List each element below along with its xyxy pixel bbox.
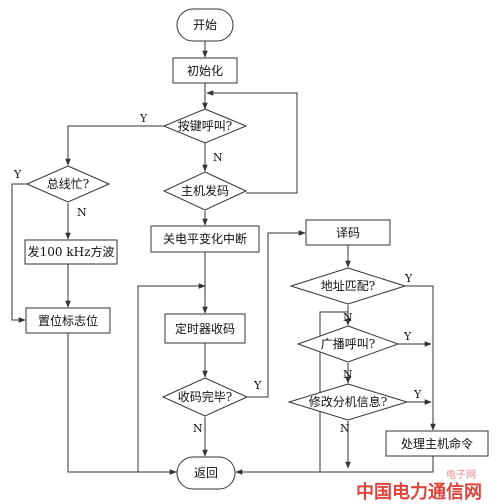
node-key-call: 按键呼叫? xyxy=(162,108,248,144)
node-bus-busy: 总线忙? xyxy=(25,165,111,203)
watermark-line1: 中国电力通信网 xyxy=(356,481,482,502)
label-bus-busy-no: N xyxy=(77,206,87,219)
watermark-line2: 电子网 xyxy=(446,468,476,481)
node-init: 初始化 xyxy=(172,57,238,84)
label-bus-busy-yes: Y xyxy=(13,168,22,181)
edge-keycall-yes xyxy=(65,125,164,166)
label-key-call-no: N xyxy=(213,151,223,164)
node-start-label: 开始 xyxy=(193,18,217,32)
edge-addr-yes xyxy=(405,285,436,431)
node-recv-done: 收码完毕? xyxy=(161,377,249,417)
node-close-int: 关电平变化中断 xyxy=(150,225,260,253)
node-host-send-label: 主机发码 xyxy=(181,183,229,198)
node-timer-recv: 定时器收码 xyxy=(164,313,246,344)
edge-hostsend-loop xyxy=(206,90,298,194)
node-key-call-label: 按键呼叫? xyxy=(178,119,232,133)
node-send-wave: 发100 kHz方波 xyxy=(24,239,118,265)
node-decode: 译码 xyxy=(305,219,391,246)
node-send-wave-label: 发100 kHz方波 xyxy=(28,244,115,259)
edge-busbusy-yes xyxy=(11,183,27,323)
node-init-label: 初始化 xyxy=(187,64,223,78)
node-modify-info: 修改分机信息? xyxy=(287,383,409,421)
edge-recvdone-yes xyxy=(247,230,306,398)
node-recv-done-label: 收码完毕? xyxy=(178,389,232,404)
label-addr-match-yes: Y xyxy=(404,272,413,285)
node-timer-recv-label: 定时器收码 xyxy=(175,321,235,336)
label-broadcast-yes: Y xyxy=(403,330,412,343)
edge-process-return xyxy=(320,456,434,473)
label-key-call-yes: Y xyxy=(139,112,148,125)
edge-addr-no xyxy=(235,305,349,475)
edge-labels: Y N Y N Y N Y N Y N Y N xyxy=(13,112,422,435)
edge-setflag-return xyxy=(67,333,177,475)
node-broadcast: 广播呼叫? xyxy=(296,325,400,363)
label-broadcast-no: N xyxy=(343,368,353,381)
node-bus-busy-label: 总线忙? xyxy=(47,177,89,191)
node-start: 开始 xyxy=(176,8,234,42)
node-modify-info-label: 修改分机信息? xyxy=(309,394,387,409)
node-return: 返回 xyxy=(176,456,236,490)
node-host-send: 主机发码 xyxy=(162,171,248,211)
node-set-flag: 置位标志位 xyxy=(25,307,111,334)
label-addr-match-no: N xyxy=(343,311,353,324)
node-close-int-label: 关电平变化中断 xyxy=(163,231,247,246)
label-recv-done-yes: Y xyxy=(253,379,262,392)
label-modify-no: N xyxy=(340,422,350,435)
label-modify-yes: Y xyxy=(413,388,422,401)
node-broadcast-label: 广播呼叫? xyxy=(321,337,375,351)
label-recv-done-no: N xyxy=(193,422,203,435)
node-set-flag-label: 置位标志位 xyxy=(38,313,98,328)
watermark: 电子网 中国电力通信网 xyxy=(356,468,482,502)
node-process-cmd-label: 处理主机命令 xyxy=(401,436,473,451)
node-addr-match-label: 地址匹配? xyxy=(321,279,375,293)
node-decode-label: 译码 xyxy=(336,226,360,240)
node-addr-match: 地址匹配? xyxy=(289,267,407,305)
edges xyxy=(11,41,436,475)
node-process-cmd: 处理主机命令 xyxy=(385,430,489,457)
node-return-label: 返回 xyxy=(194,466,218,480)
